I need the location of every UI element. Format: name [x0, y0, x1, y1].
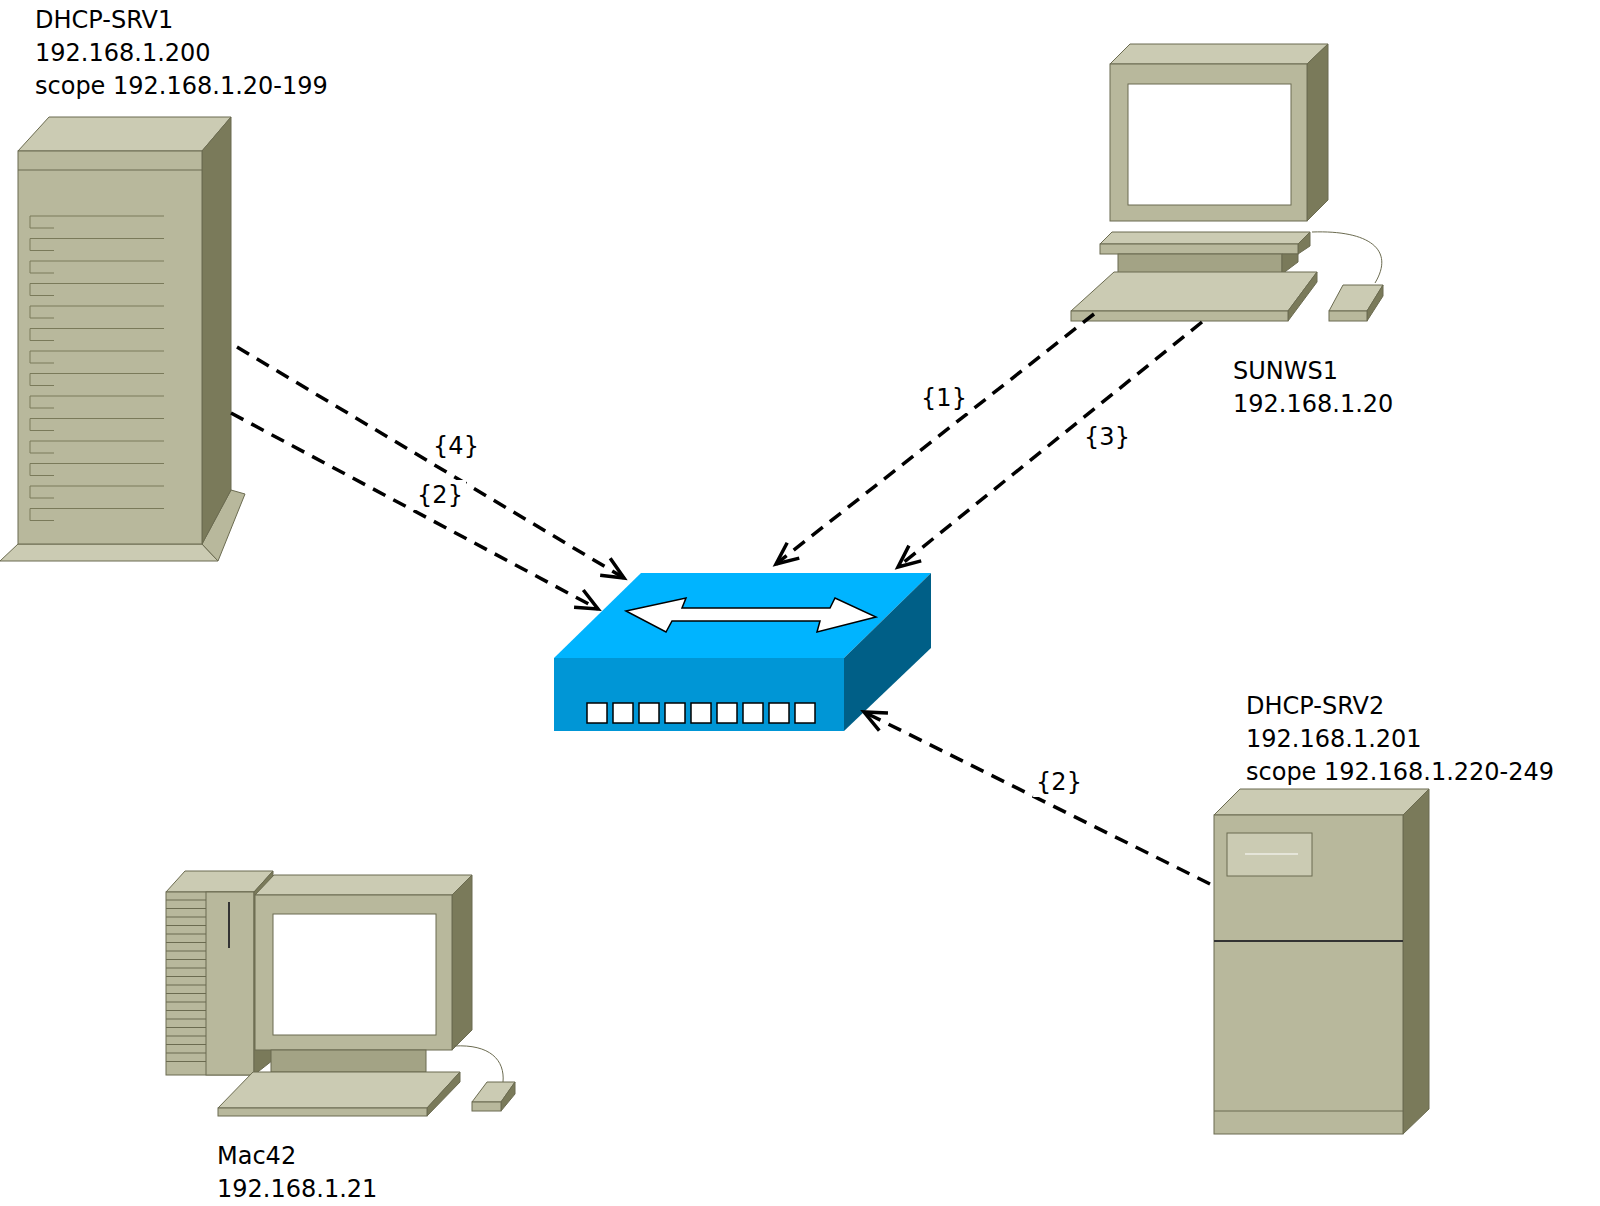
connector-line [231, 413, 598, 609]
network-switch [554, 571, 931, 731]
arrowhead [898, 546, 921, 567]
device-name: Mac42 [217, 1140, 296, 1173]
dhcp-server: DHCP-SRV1192.168.1.200scope 192.168.1.20… [0, 117, 245, 561]
arrowhead [864, 712, 888, 731]
ip-address: 192.168.1.21 [217, 1173, 377, 1206]
callout-number: {2} [414, 480, 466, 510]
connector-line [776, 314, 1094, 564]
dashed-arrow [864, 712, 1210, 884]
ip-address: 192.168.1.20 [1233, 388, 1393, 421]
device-name: DHCP-SRV1 [35, 4, 173, 37]
device-name: SUNWS1 [1233, 355, 1338, 388]
dhcp-scope: scope 192.168.1.220-249 [1246, 756, 1554, 789]
server-cabinet [1214, 789, 1429, 1134]
dashed-arrow [237, 347, 624, 578]
workstation: SUNWS1192.168.1.20 [1071, 44, 1384, 321]
dhcp-scope: scope 192.168.1.20-199 [35, 70, 328, 103]
desktop-computer [166, 871, 515, 1116]
ip-address: 192.168.1.200 [35, 37, 211, 70]
arrowhead [776, 543, 799, 564]
connector-line [864, 712, 1210, 884]
callout-number: {3} [1081, 422, 1133, 452]
callout-number: {4} [430, 431, 482, 461]
workstation: Mac42192.168.1.21 [166, 870, 515, 1116]
connector-line [898, 322, 1202, 567]
connector-line [237, 347, 624, 578]
dashed-arrow [776, 314, 1094, 564]
network-switch [554, 573, 931, 731]
server-tower [0, 117, 245, 561]
ip-address: 192.168.1.201 [1246, 723, 1422, 756]
dashed-arrow [231, 413, 598, 609]
dashed-arrow [898, 322, 1202, 567]
dhcp-server: DHCP-SRV2192.168.1.201scope 192.168.1.22… [1214, 789, 1429, 1135]
workstation [1071, 44, 1383, 321]
arrowhead [574, 590, 598, 609]
callout-number: {1} [918, 383, 970, 413]
arrowhead [600, 558, 624, 578]
device-name: DHCP-SRV2 [1246, 690, 1384, 723]
callout-number: {2} [1033, 767, 1085, 797]
vent-slots [30, 216, 164, 521]
